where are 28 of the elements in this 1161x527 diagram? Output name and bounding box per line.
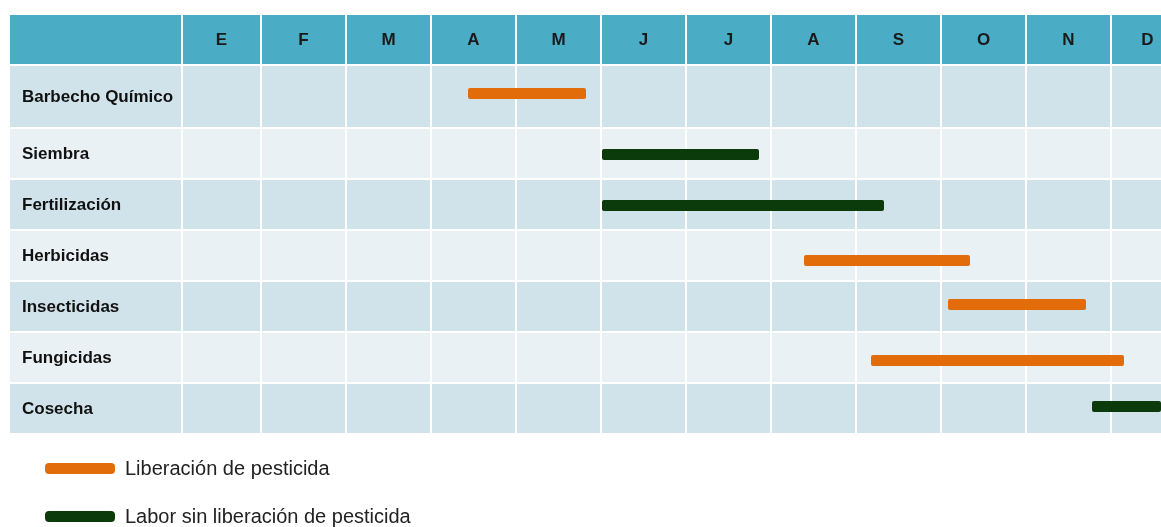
month-header: S: [857, 15, 940, 64]
row-header: Barbecho Químico: [10, 66, 181, 127]
month-header: O: [942, 15, 1025, 64]
row-header: Insecticidas: [10, 282, 181, 331]
gantt-bar: [1092, 400, 1161, 412]
month-header: M: [347, 15, 430, 64]
month-header: A: [772, 15, 855, 64]
gantt-bar: [948, 298, 1086, 310]
gantt-bar: [602, 148, 759, 160]
month-header: J: [687, 15, 770, 64]
row-header: Cosecha: [10, 384, 181, 433]
gantt-bar: [602, 199, 884, 211]
legend-text: Labor sin liberación de pesticida: [125, 504, 411, 527]
month-header: E: [183, 15, 260, 64]
month-header: J: [602, 15, 685, 64]
row-header: Fertilización: [10, 180, 181, 229]
row-header: Fungicidas: [10, 333, 181, 382]
legend-text: Liberación de pesticida: [125, 456, 330, 480]
row-header: Herbicidas: [10, 231, 181, 280]
gantt-bar: [804, 254, 970, 266]
month-header: F: [262, 15, 345, 64]
month-header: A: [432, 15, 515, 64]
month-header: N: [1027, 15, 1110, 64]
month-header: D: [1112, 15, 1161, 64]
gantt-bar: [468, 87, 586, 99]
row-header: Siembra: [10, 129, 181, 178]
gantt-bar: [871, 354, 1124, 366]
month-header: M: [517, 15, 600, 64]
